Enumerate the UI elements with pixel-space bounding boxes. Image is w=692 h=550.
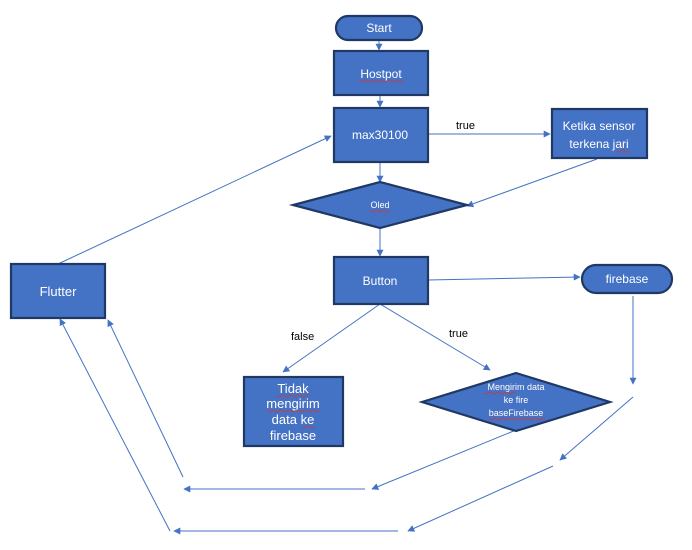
edge-button-firebase <box>427 273 581 281</box>
node-button: Button <box>332 255 430 306</box>
spellcheck-underline <box>483 391 517 395</box>
node-tidak-line3: data ke <box>272 412 315 427</box>
node-oled: Oled <box>288 180 472 230</box>
spellcheck-underline <box>266 409 320 413</box>
edge-label-true-button: true <box>449 328 468 340</box>
node-tidak-line1: Tidak <box>277 381 309 396</box>
node-tidak-mengirim: Tidak mengirim data ke firebase <box>242 375 345 448</box>
edge-firebase-diag-2 <box>407 465 554 532</box>
node-mengirim-line1: Mengirim data <box>487 382 544 392</box>
edge-button-mengirim <box>379 303 491 371</box>
node-firebase: firebase <box>580 263 674 295</box>
edge-label-false-button: false <box>291 331 314 343</box>
node-hostpot-label: Hostpot <box>360 67 402 81</box>
node-tidak-line2: mengirim <box>266 396 319 411</box>
node-max30100-label: max30100 <box>352 128 408 142</box>
node-oled-label: Oled <box>370 200 389 210</box>
node-button-label: Button <box>363 274 398 288</box>
spellcheck-underline <box>488 417 546 421</box>
edge-ketika-oled <box>466 158 598 208</box>
node-max30100: max30100 <box>332 106 430 164</box>
edges <box>57 40 637 535</box>
edge-return-to-flutter-1 <box>107 319 184 478</box>
node-ketika-line2: terkena jari <box>569 137 628 151</box>
edge-button-tidak <box>282 303 381 373</box>
node-firebase-label: firebase <box>606 272 649 286</box>
node-start-label: Start <box>366 21 392 35</box>
spellcheck-underline <box>301 425 315 429</box>
spellcheck-underline <box>276 394 310 398</box>
node-start: Start <box>334 14 424 42</box>
edge-flutter-max30100 <box>57 135 332 265</box>
node-hostpot: Hostpot <box>332 49 430 97</box>
node-flutter-label: Flutter <box>40 284 78 299</box>
edge-return-to-flutter-2 <box>59 318 171 532</box>
node-mengirim-line2: ke fire <box>504 395 529 405</box>
node-ketika-line1: Ketika sensor <box>563 119 636 133</box>
node-ketika-sensor: Ketika sensor terkena jari <box>550 107 649 160</box>
spellcheck-underline <box>616 149 630 153</box>
node-flutter: Flutter <box>9 262 107 320</box>
spellcheck-underline <box>369 209 391 213</box>
edge-mengirim-diag <box>371 429 517 490</box>
node-mengirim-line3: baseFirebase <box>489 408 544 418</box>
node-tidak-line4: firebase <box>270 428 316 443</box>
spellcheck-underline <box>358 79 404 83</box>
node-mengirim-data: Mengirim data ke fire baseFirebase <box>418 371 614 433</box>
edge-label-true-sensor: true <box>456 120 475 132</box>
edge-firebase-diag <box>559 396 634 461</box>
